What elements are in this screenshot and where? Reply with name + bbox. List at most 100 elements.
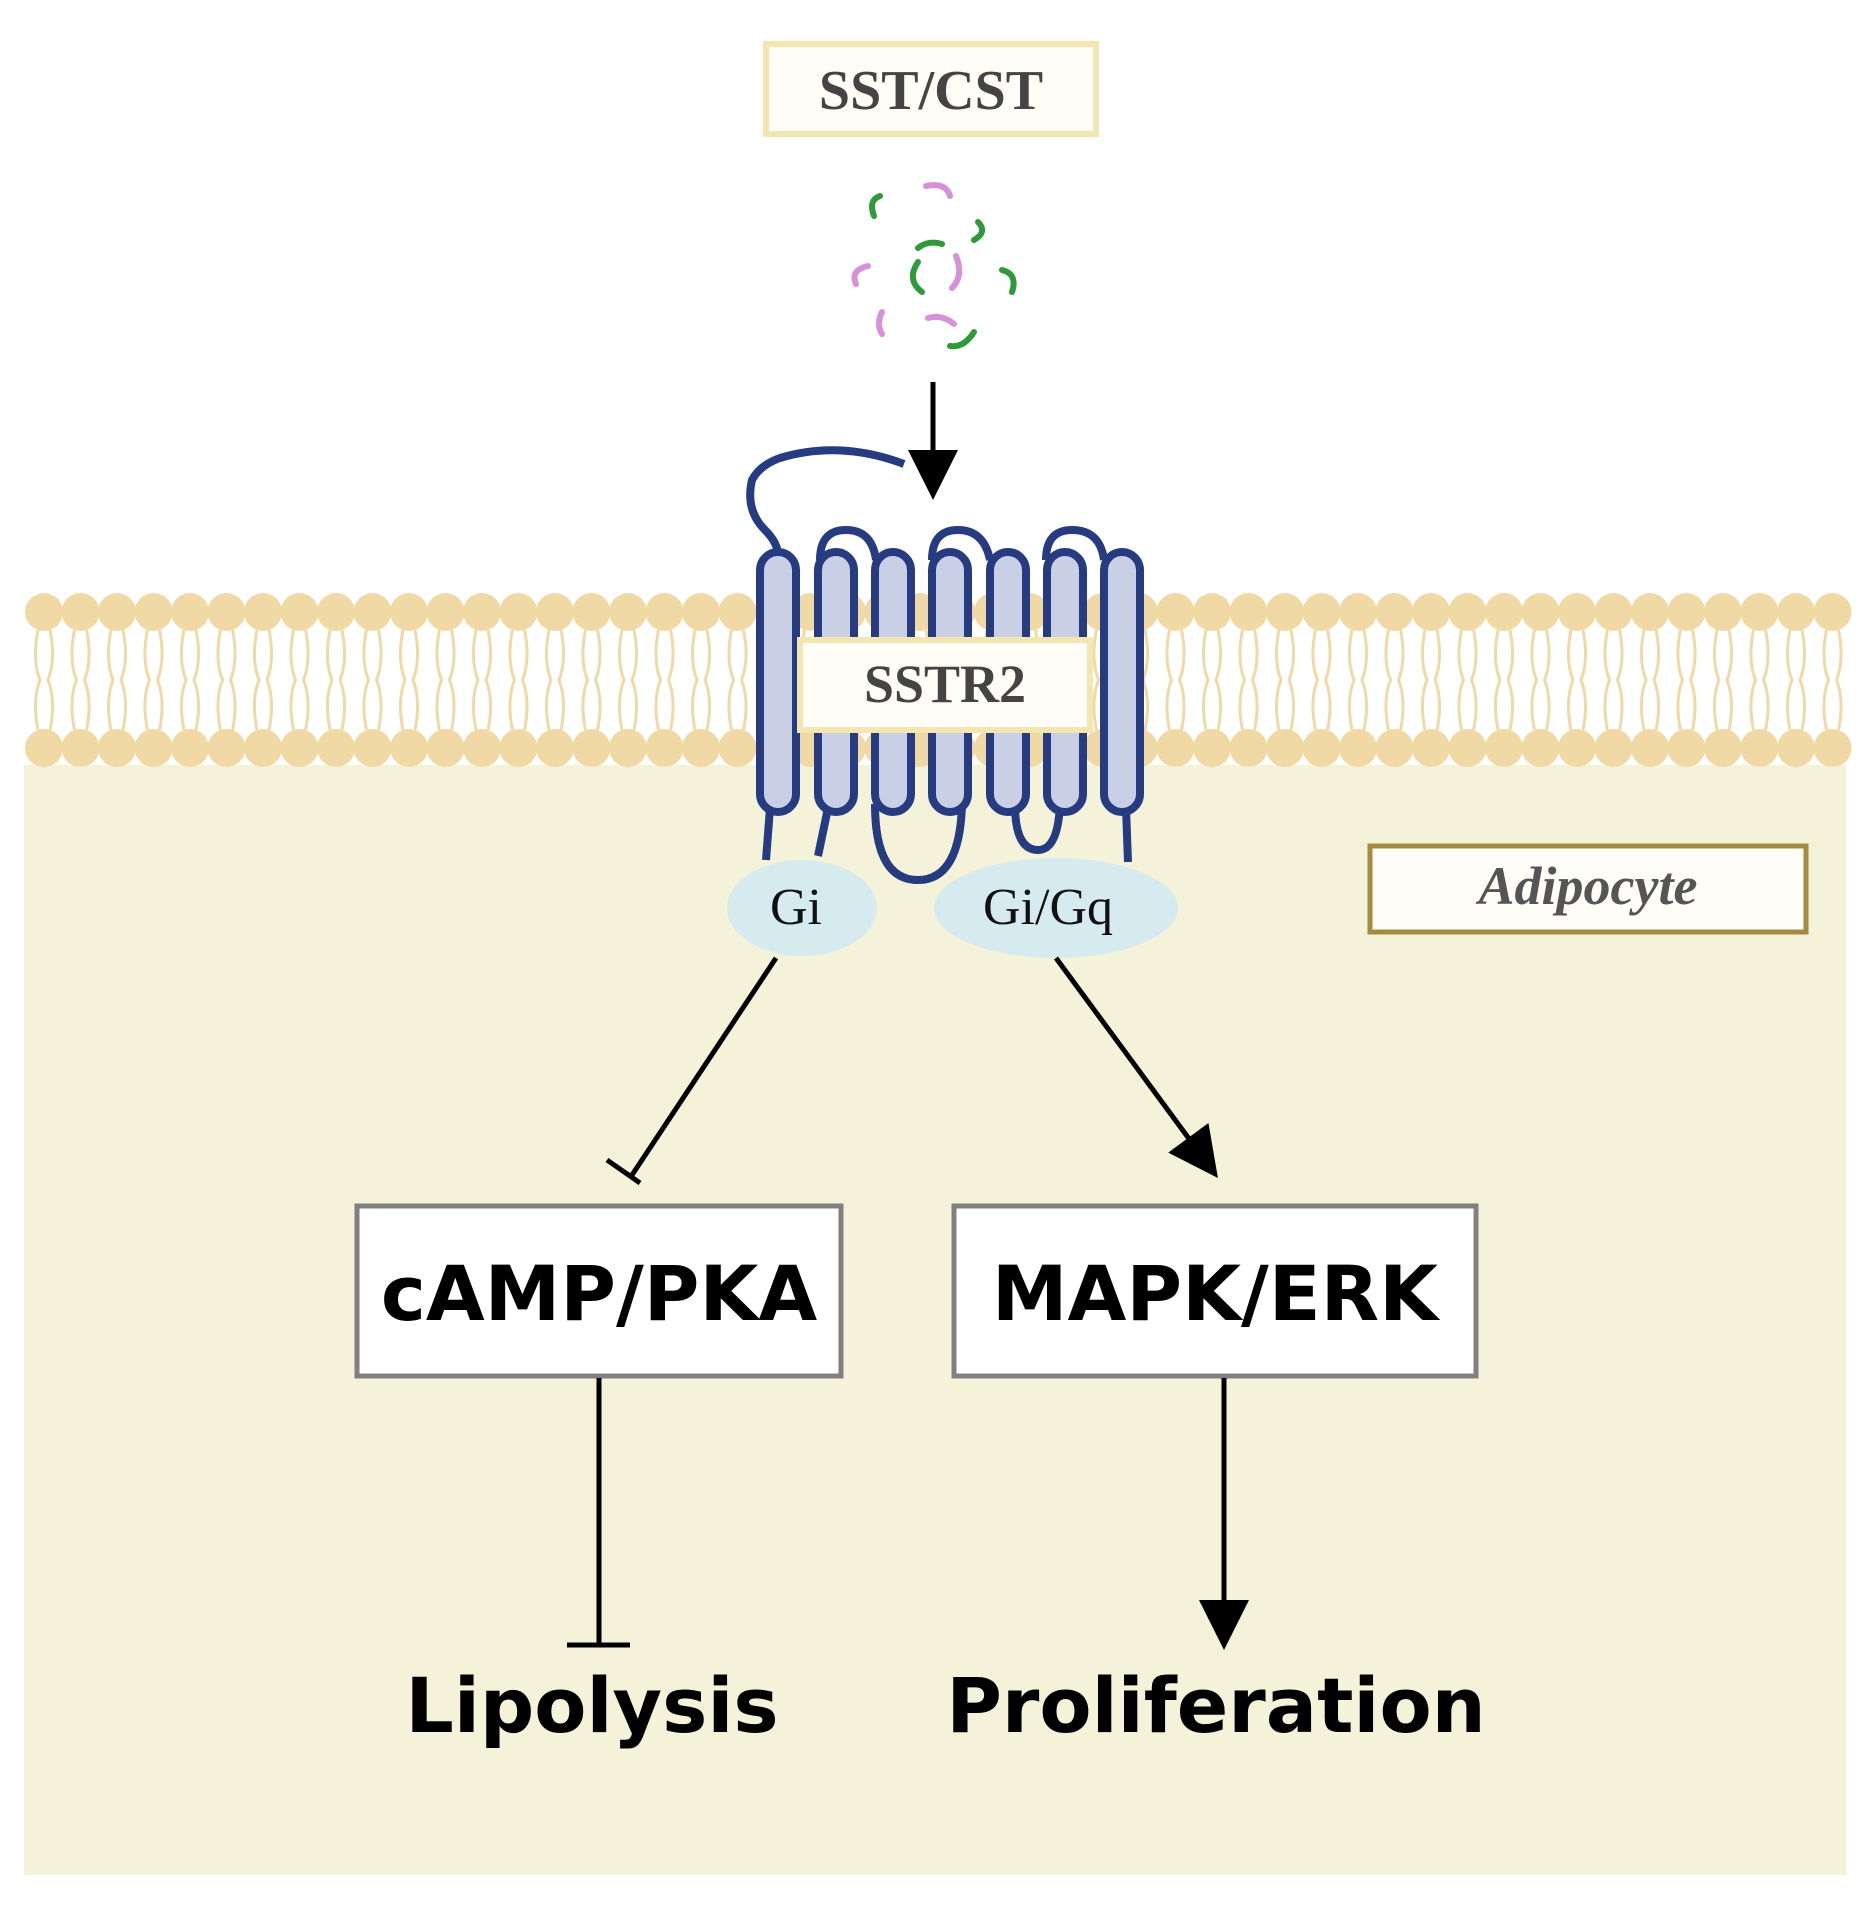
lipid-tails <box>1749 629 1770 731</box>
lipid-head-inner <box>1521 729 1560 767</box>
lipid-tails <box>508 629 529 731</box>
lipid-head-outer <box>718 593 757 631</box>
lipid-head-inner <box>426 729 465 767</box>
lipid-head-outer <box>61 593 100 631</box>
lipid-head-inner <box>25 729 63 767</box>
cell-label-box: Adipocyte <box>1367 843 1809 935</box>
lipid-head-inner <box>463 729 501 767</box>
lipid-head-outer <box>207 593 246 631</box>
lipid-head-outer <box>645 593 684 631</box>
lipid-tails <box>435 629 456 731</box>
lipid-head-outer <box>1558 593 1596 631</box>
cell-label: Adipocyte <box>1476 856 1698 916</box>
lipid-head-inner <box>645 729 684 767</box>
ligand-label: SST/CST <box>819 60 1043 122</box>
lipid-head-outer <box>1229 593 1268 631</box>
lipid-head-inner <box>1485 729 1523 767</box>
lipid-tails <box>617 629 639 731</box>
lipid-head-inner <box>390 729 428 767</box>
lipid-tails <box>1712 629 1734 731</box>
lipid-head-outer <box>244 593 282 631</box>
ligand-molecules <box>851 182 1017 350</box>
lipid-head-outer <box>426 593 465 631</box>
lipid-head-outer <box>1266 593 1304 631</box>
lipid-head-inner <box>98 729 136 767</box>
lipid-tails <box>1384 629 1405 731</box>
lipid-head-outer <box>1740 593 1779 631</box>
lipid-head-outer <box>1594 593 1633 631</box>
lipid-tails <box>70 629 91 731</box>
lipid-head-inner <box>1229 729 1268 767</box>
g-protein-gi-label: Gi <box>770 879 822 936</box>
lipid-tails <box>581 629 602 731</box>
lipid-head-inner <box>207 729 246 767</box>
lipid-head-inner <box>536 729 574 767</box>
lipid-head-inner <box>499 729 538 767</box>
lipid-head-inner <box>244 729 282 767</box>
ligand-label-box: SST/CST <box>763 41 1099 137</box>
lipid-tails <box>398 629 420 731</box>
lipid-tails <box>544 629 566 731</box>
lipid-tails <box>727 629 748 731</box>
lipid-head-outer <box>1193 593 1231 631</box>
receptor-label-box: SSTR2 <box>797 637 1093 733</box>
lipid-head-outer <box>1302 593 1341 631</box>
lipid-tails <box>289 629 310 731</box>
lipid-head-outer <box>1448 593 1487 631</box>
lipid-head-outer <box>171 593 209 631</box>
lipid-head-inner <box>1412 729 1450 767</box>
lipid-tails <box>654 629 675 731</box>
lipid-head-inner <box>1667 729 1706 767</box>
lipid-tails <box>362 629 383 731</box>
lipid-head-inner <box>1740 729 1779 767</box>
lipid-head-inner <box>682 729 720 767</box>
lipid-head-outer <box>1156 593 1195 631</box>
lipid-head-outer <box>463 593 501 631</box>
lipid-head-outer <box>572 593 611 631</box>
lipid-head-outer <box>390 593 428 631</box>
lipid-tails <box>690 629 712 731</box>
lipid-head-outer <box>134 593 173 631</box>
lipid-head-inner <box>1193 729 1231 767</box>
mapk-erk-box: MAPK/ERK <box>951 1203 1479 1379</box>
lipid-tails <box>1603 629 1624 731</box>
lipid-tails <box>1274 629 1296 731</box>
gi-inhibits-camp-pka <box>605 956 779 1186</box>
lipid-tails <box>1201 629 1223 731</box>
lipid-head-inner <box>1448 729 1487 767</box>
camp-pka-inhibits-lipolysis <box>567 1378 630 1648</box>
lipid-head-outer <box>98 593 136 631</box>
lipid-head-inner <box>1594 729 1633 767</box>
lipid-head-outer <box>1704 593 1742 631</box>
camp-pka-label: cAMP/PKA <box>381 1249 818 1338</box>
lipid-head-inner <box>353 729 392 767</box>
receptor-label: SSTR2 <box>864 654 1026 714</box>
lipid-tails <box>325 629 347 731</box>
lipid-tails <box>252 629 274 731</box>
proliferation-label: Proliferation <box>946 1661 1486 1750</box>
g-protein-gi-gq: Gi/Gq <box>934 858 1178 958</box>
lipid-head-outer <box>1521 593 1560 631</box>
lipid-head-outer <box>1777 593 1815 631</box>
transmembrane-helix-7 <box>1100 548 1144 816</box>
lipid-head-inner <box>1339 729 1377 767</box>
lipid-head-inner <box>718 729 757 767</box>
camp-pka-box: cAMP/PKA <box>354 1203 844 1379</box>
lipid-head-inner <box>317 729 355 767</box>
lipid-tails <box>1676 629 1697 731</box>
lipid-head-inner <box>1156 729 1195 767</box>
lipid-tails <box>179 629 201 731</box>
lipid-head-inner <box>134 729 173 767</box>
lipid-head-inner <box>1302 729 1341 767</box>
lipid-head-outer <box>1485 593 1523 631</box>
transmembrane-helix-1 <box>756 548 800 816</box>
g-protein-gi-gq-label: Gi/Gq <box>983 879 1113 936</box>
lipid-head-outer <box>1813 593 1852 631</box>
lipid-tails <box>143 629 164 731</box>
lipid-head-outer <box>1339 593 1377 631</box>
mapk-erk-label: MAPK/ERK <box>992 1249 1441 1338</box>
lipid-tails <box>471 629 493 731</box>
lipid-head-outer <box>536 593 574 631</box>
lipid-head-inner <box>171 729 209 767</box>
